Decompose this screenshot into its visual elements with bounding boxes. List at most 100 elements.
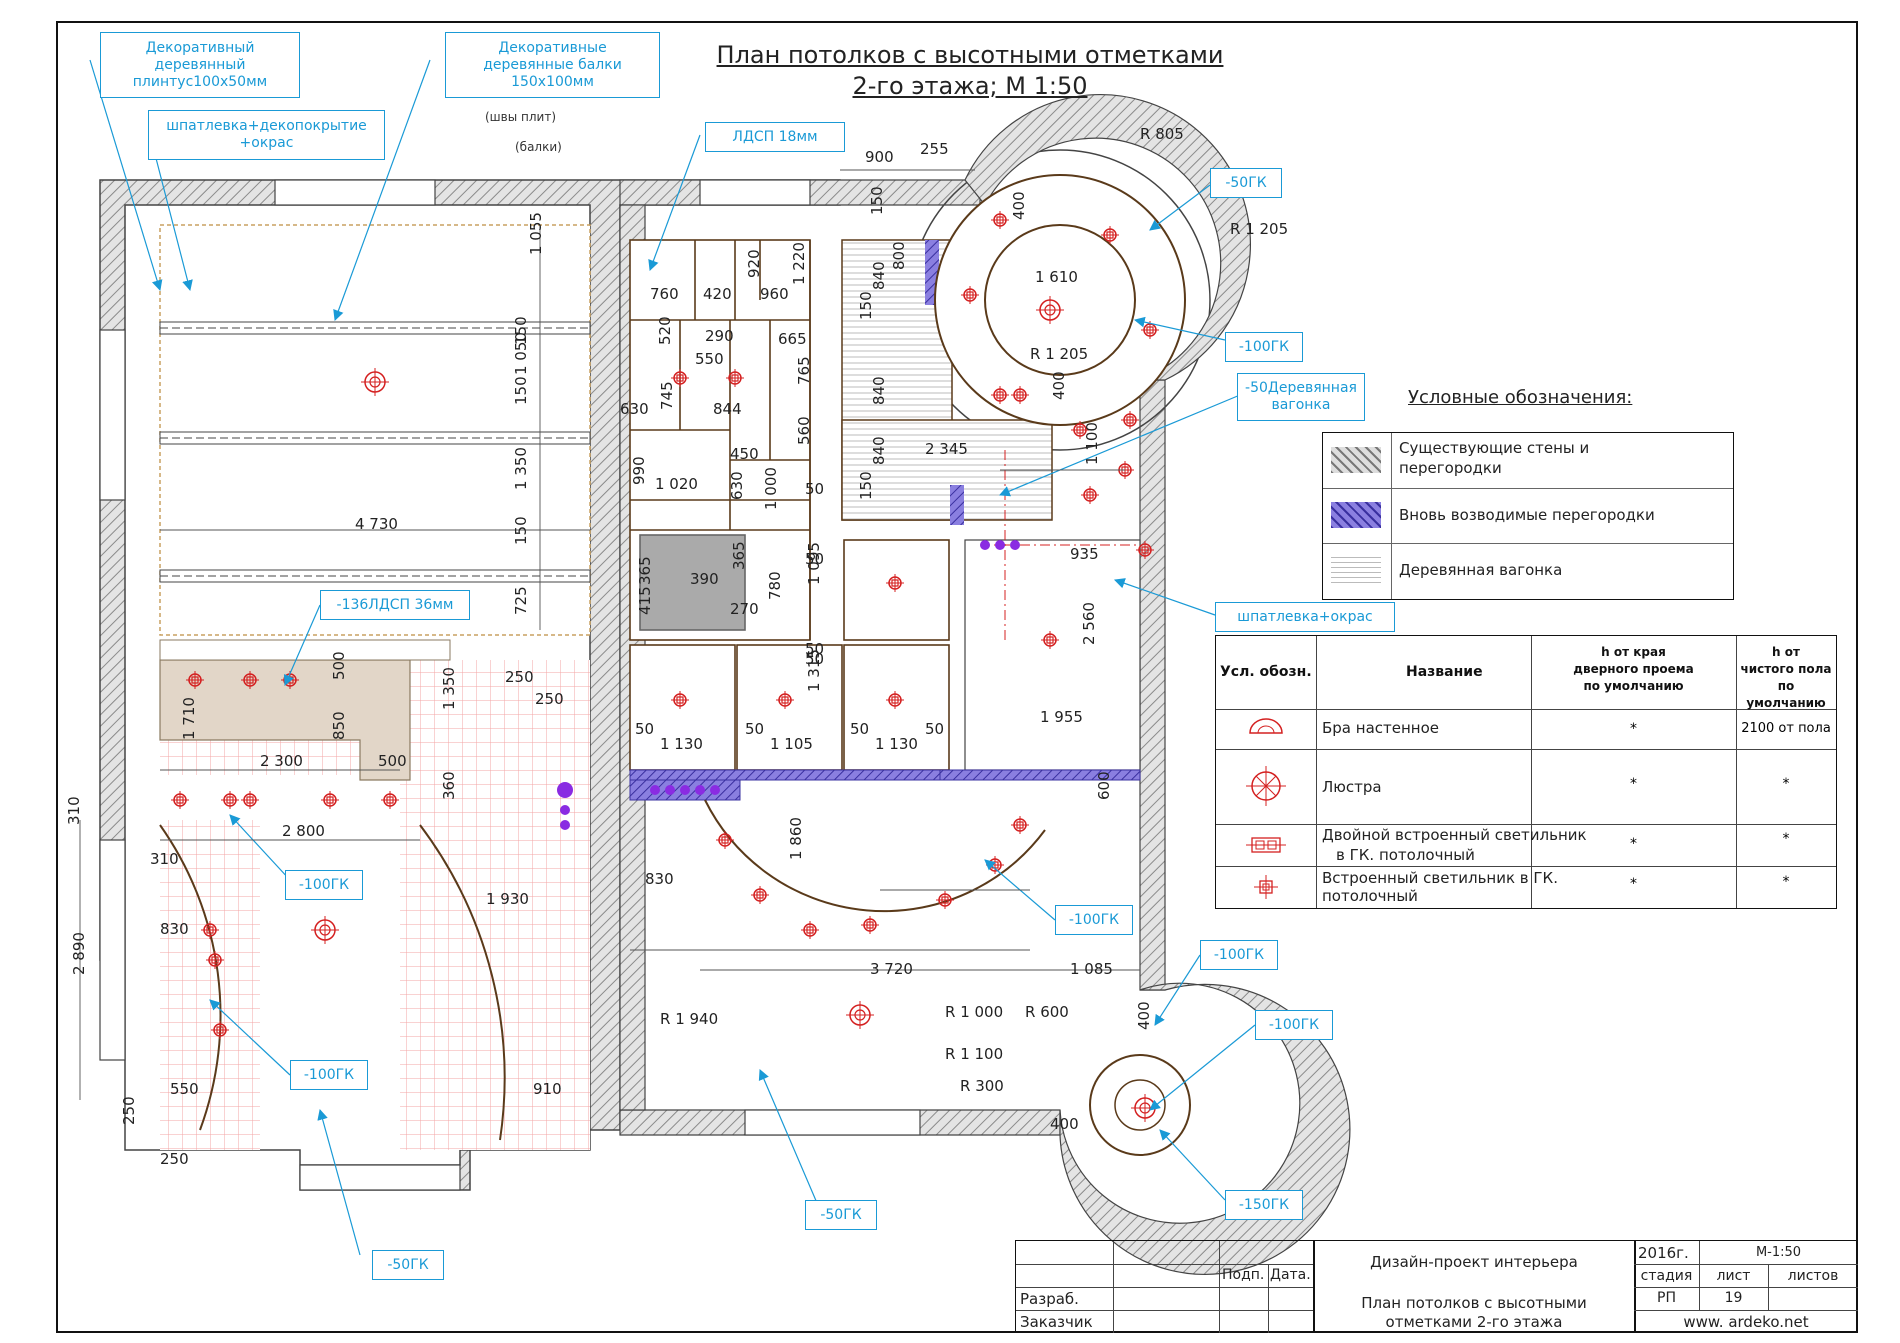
th-h-floor-2: чистого пола <box>1740 662 1832 676</box>
dimension-label: 250 <box>120 1096 138 1125</box>
title-line-1: План потолков с высотными отметками <box>716 41 1224 69</box>
dimension-label: 990 <box>630 456 648 485</box>
row4-h1: * <box>1630 876 1637 892</box>
dimension-label: 50 <box>745 720 765 738</box>
legend-swatch-partitions <box>1331 502 1381 528</box>
row3-name-2: в ГК. потолочный <box>1336 846 1475 864</box>
dimension-label: 2 800 <box>282 822 325 840</box>
living-room-beams <box>159 224 591 636</box>
dimension-label: 500 <box>378 752 407 770</box>
dimension-label: 1 020 <box>655 475 698 493</box>
dimension-label: 365 <box>730 541 748 570</box>
dimension-label: 630 <box>728 471 746 500</box>
dimension-label: 1 710 <box>180 697 198 740</box>
callout-text: шпатлевка+декопокрытие <box>166 118 367 134</box>
sheet-border <box>56 21 1858 1333</box>
callout-box-c14: -100ГК <box>1255 1010 1333 1040</box>
kitchen-tile-area <box>159 639 590 1150</box>
legend-label-walls-1: Существующие стены и <box>1399 439 1590 457</box>
dimension-label: 780 <box>766 571 784 600</box>
bedroom-right <box>964 450 1141 771</box>
callout-text: 150х100мм <box>511 73 594 90</box>
row3-h1: * <box>1630 836 1637 852</box>
dimension-label: 1 930 <box>486 890 529 908</box>
dimension-label: 550 <box>170 1080 199 1098</box>
callout-text: плинтус100х50мм <box>132 73 268 90</box>
dimension-label: R 600 <box>1025 1003 1069 1021</box>
callout-leaders <box>89 59 1256 1256</box>
lower-tower-ceiling <box>1089 1054 1191 1156</box>
dimension-label: 1 000 <box>762 467 780 510</box>
dimension-label: 830 <box>645 870 674 888</box>
legend-box: Существующие стены и перегородки Вновь в… <box>1322 432 1734 600</box>
callout-text: деревянный <box>154 56 246 73</box>
callout-text: шпатлевка+окрас <box>1237 608 1373 625</box>
callout-text: -136ЛДСП 36мм <box>336 596 454 613</box>
dimension-label: 1 130 <box>660 735 703 753</box>
dimension-label: 1 220 <box>790 242 808 285</box>
dimension-label: 1 050 <box>512 332 530 375</box>
callout-box-c10: -100ГК <box>285 870 363 900</box>
drawing-title: План потолков с высотными отметками 2-го… <box>700 40 1240 102</box>
legend-label-walls-2: перегородки <box>1399 459 1502 477</box>
dimension-label: 1 130 <box>875 735 918 753</box>
tb-stage: РП <box>1657 1290 1676 1306</box>
dimension-label: 1 955 <box>1040 708 1083 726</box>
callout-text: -150ГК <box>1238 1196 1290 1213</box>
th-h-door-1: h от края <box>1601 645 1666 659</box>
legend-swatch-wood <box>1331 557 1381 583</box>
legend-row-wood: Деревянная вагонка <box>1323 543 1733 598</box>
row1-h2: 2100 от пола <box>1741 721 1831 736</box>
tb-website: www. ardeko.net <box>1683 1313 1809 1331</box>
dimension-label: 250 <box>535 690 564 708</box>
dimension-label: 400 <box>1135 1001 1153 1030</box>
dimension-label: 150 <box>857 291 875 320</box>
dimension-label: 900 <box>865 148 894 166</box>
dimension-label: 935 <box>1070 545 1099 563</box>
dimension-lines <box>79 169 1140 1100</box>
dimension-label: 560 <box>795 416 813 445</box>
tb-sheet-label: лист <box>1716 1268 1751 1284</box>
row2-h2: * <box>1782 776 1790 792</box>
dimension-label: 760 <box>650 285 679 303</box>
dimension-label: 1 055 <box>527 212 545 255</box>
dimension-label: 920 <box>745 249 763 278</box>
dimension-label: 910 <box>533 1080 562 1098</box>
dimension-label: 1 095 <box>805 542 823 585</box>
dimension-label: 725 <box>512 586 530 615</box>
dimension-label: 360 <box>440 771 458 800</box>
dimension-label: 290 <box>705 327 734 345</box>
dimension-label: R 805 <box>1140 125 1184 143</box>
tb-sheet-title-2: отметками 2-го этажа <box>1385 1313 1563 1331</box>
dimension-label: 310 <box>65 796 83 825</box>
callout-text: -100ГК <box>1268 1016 1320 1033</box>
dimension-label: 150 <box>868 186 886 215</box>
dimension-label: 830 <box>160 920 189 938</box>
note-beams: (балки) <box>515 140 562 154</box>
row3-h2: * <box>1782 831 1790 847</box>
dimension-label: 250 <box>505 668 534 686</box>
callout-box-c8: шпатлевка+окрас <box>1215 602 1395 632</box>
callout-text: -50ГК <box>387 1256 429 1273</box>
dimension-label: 400 <box>1010 191 1028 220</box>
th-h-door-2: дверного проема <box>1573 662 1694 676</box>
tb-year: 2016г. <box>1638 1244 1689 1262</box>
windows <box>99 179 921 1191</box>
tb-sign-label: Подп. <box>1222 1267 1265 1283</box>
dimension-label: R 300 <box>960 1077 1004 1095</box>
callout-text: Декоративные <box>498 39 607 56</box>
dimension-label: 1 100 <box>1083 422 1101 465</box>
dimension-label: 745 <box>658 381 676 410</box>
legend-label-partitions: Вновь возводимые перегородки <box>1399 506 1655 524</box>
callout-box-c5: -50ГК <box>1210 168 1282 198</box>
callout-text: деревянные балки <box>483 56 622 73</box>
tb-sheets-label: листов <box>1787 1268 1839 1284</box>
wall-sconce-icon <box>1249 718 1283 734</box>
dimension-label: R 1 100 <box>945 1045 1004 1063</box>
dimension-label: 3 720 <box>870 960 913 978</box>
dimension-label: 2 560 <box>1080 602 1098 645</box>
dimension-label: 630 <box>620 400 649 418</box>
